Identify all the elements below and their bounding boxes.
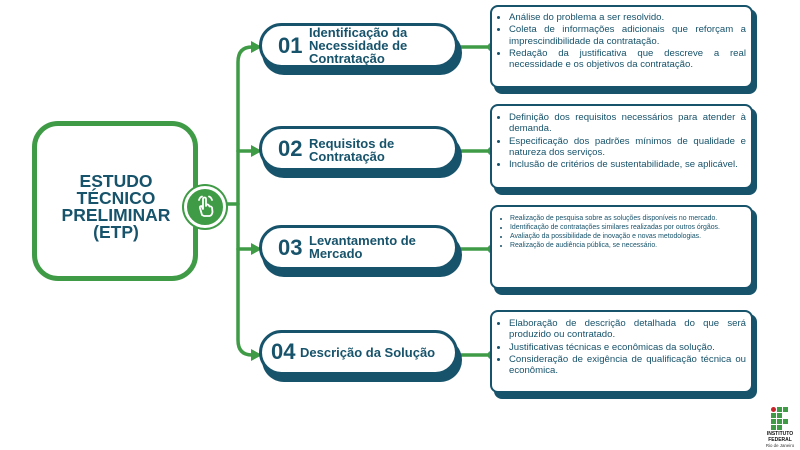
arrow-icon xyxy=(251,41,262,53)
step-number: 03 xyxy=(278,235,303,260)
desc-box-04: Elaboração de descrição detalhada do que… xyxy=(490,310,753,393)
list-item: Avaliação da possibilidade de inovação e… xyxy=(510,233,745,242)
step-pill-03 xyxy=(259,225,458,270)
list-item: Consideração de exigência de qualificaçã… xyxy=(509,354,746,377)
list-item: Especificação dos padrões mínimos de qua… xyxy=(509,136,746,159)
list-item: Coleta de informações adicionais que ref… xyxy=(509,24,746,47)
list-item: Redação da justificativa que descreve a … xyxy=(509,48,746,71)
step-number: 02 xyxy=(278,136,303,161)
step-label: Levantamento de Mercado xyxy=(309,233,416,261)
step-label: Identificação da Necessidade de Contrata… xyxy=(309,25,408,66)
arrow-icon xyxy=(251,145,262,157)
institute-logo: INSTITUTO FEDERAL Rio de Janeiro xyxy=(766,407,794,449)
logo-text: INSTITUTO FEDERAL Rio de Janeiro xyxy=(765,431,795,448)
step-pill-04 xyxy=(259,330,458,375)
list-item: Realização de pesquisa sobre as soluções… xyxy=(510,215,745,224)
arrow-icon xyxy=(251,243,262,255)
step-number: 01 xyxy=(278,33,303,58)
logo-dot xyxy=(771,407,776,412)
step-pill-01 xyxy=(259,23,458,68)
arrow-icon xyxy=(251,349,262,361)
desc-box-01: Análise do problema a ser resolvido. Col… xyxy=(490,5,753,88)
list-item: Definição dos requisitos necessários par… xyxy=(509,112,746,135)
list-item: Identificação de contratações similares … xyxy=(510,224,745,233)
step-pill-02 xyxy=(259,126,458,171)
pointing-hand-icon xyxy=(184,186,226,228)
step-label: Requisitos de Contratação xyxy=(309,136,395,164)
step-label: Descrição da Solução xyxy=(300,345,436,360)
list-item: Análise do problema a ser resolvido. xyxy=(509,12,746,23)
desc-box-03: Realização de pesquisa sobre as soluções… xyxy=(490,205,753,289)
list-item: Realização de audiência pública, se nece… xyxy=(510,242,745,251)
desc-box-02: Definição dos requisitos necessários par… xyxy=(490,104,753,189)
list-item: Elaboração de descrição detalhada do que… xyxy=(509,318,746,341)
main-box xyxy=(32,121,198,281)
step-number: 04 xyxy=(271,339,296,364)
list-item: Justificativas técnicas e econômicas da … xyxy=(509,342,746,353)
main-title: ESTUDO TÉCNICO PRELIMINAR (ETP) xyxy=(61,171,171,242)
list-item: Inclusão de critérios de sustentabilidad… xyxy=(509,159,746,170)
